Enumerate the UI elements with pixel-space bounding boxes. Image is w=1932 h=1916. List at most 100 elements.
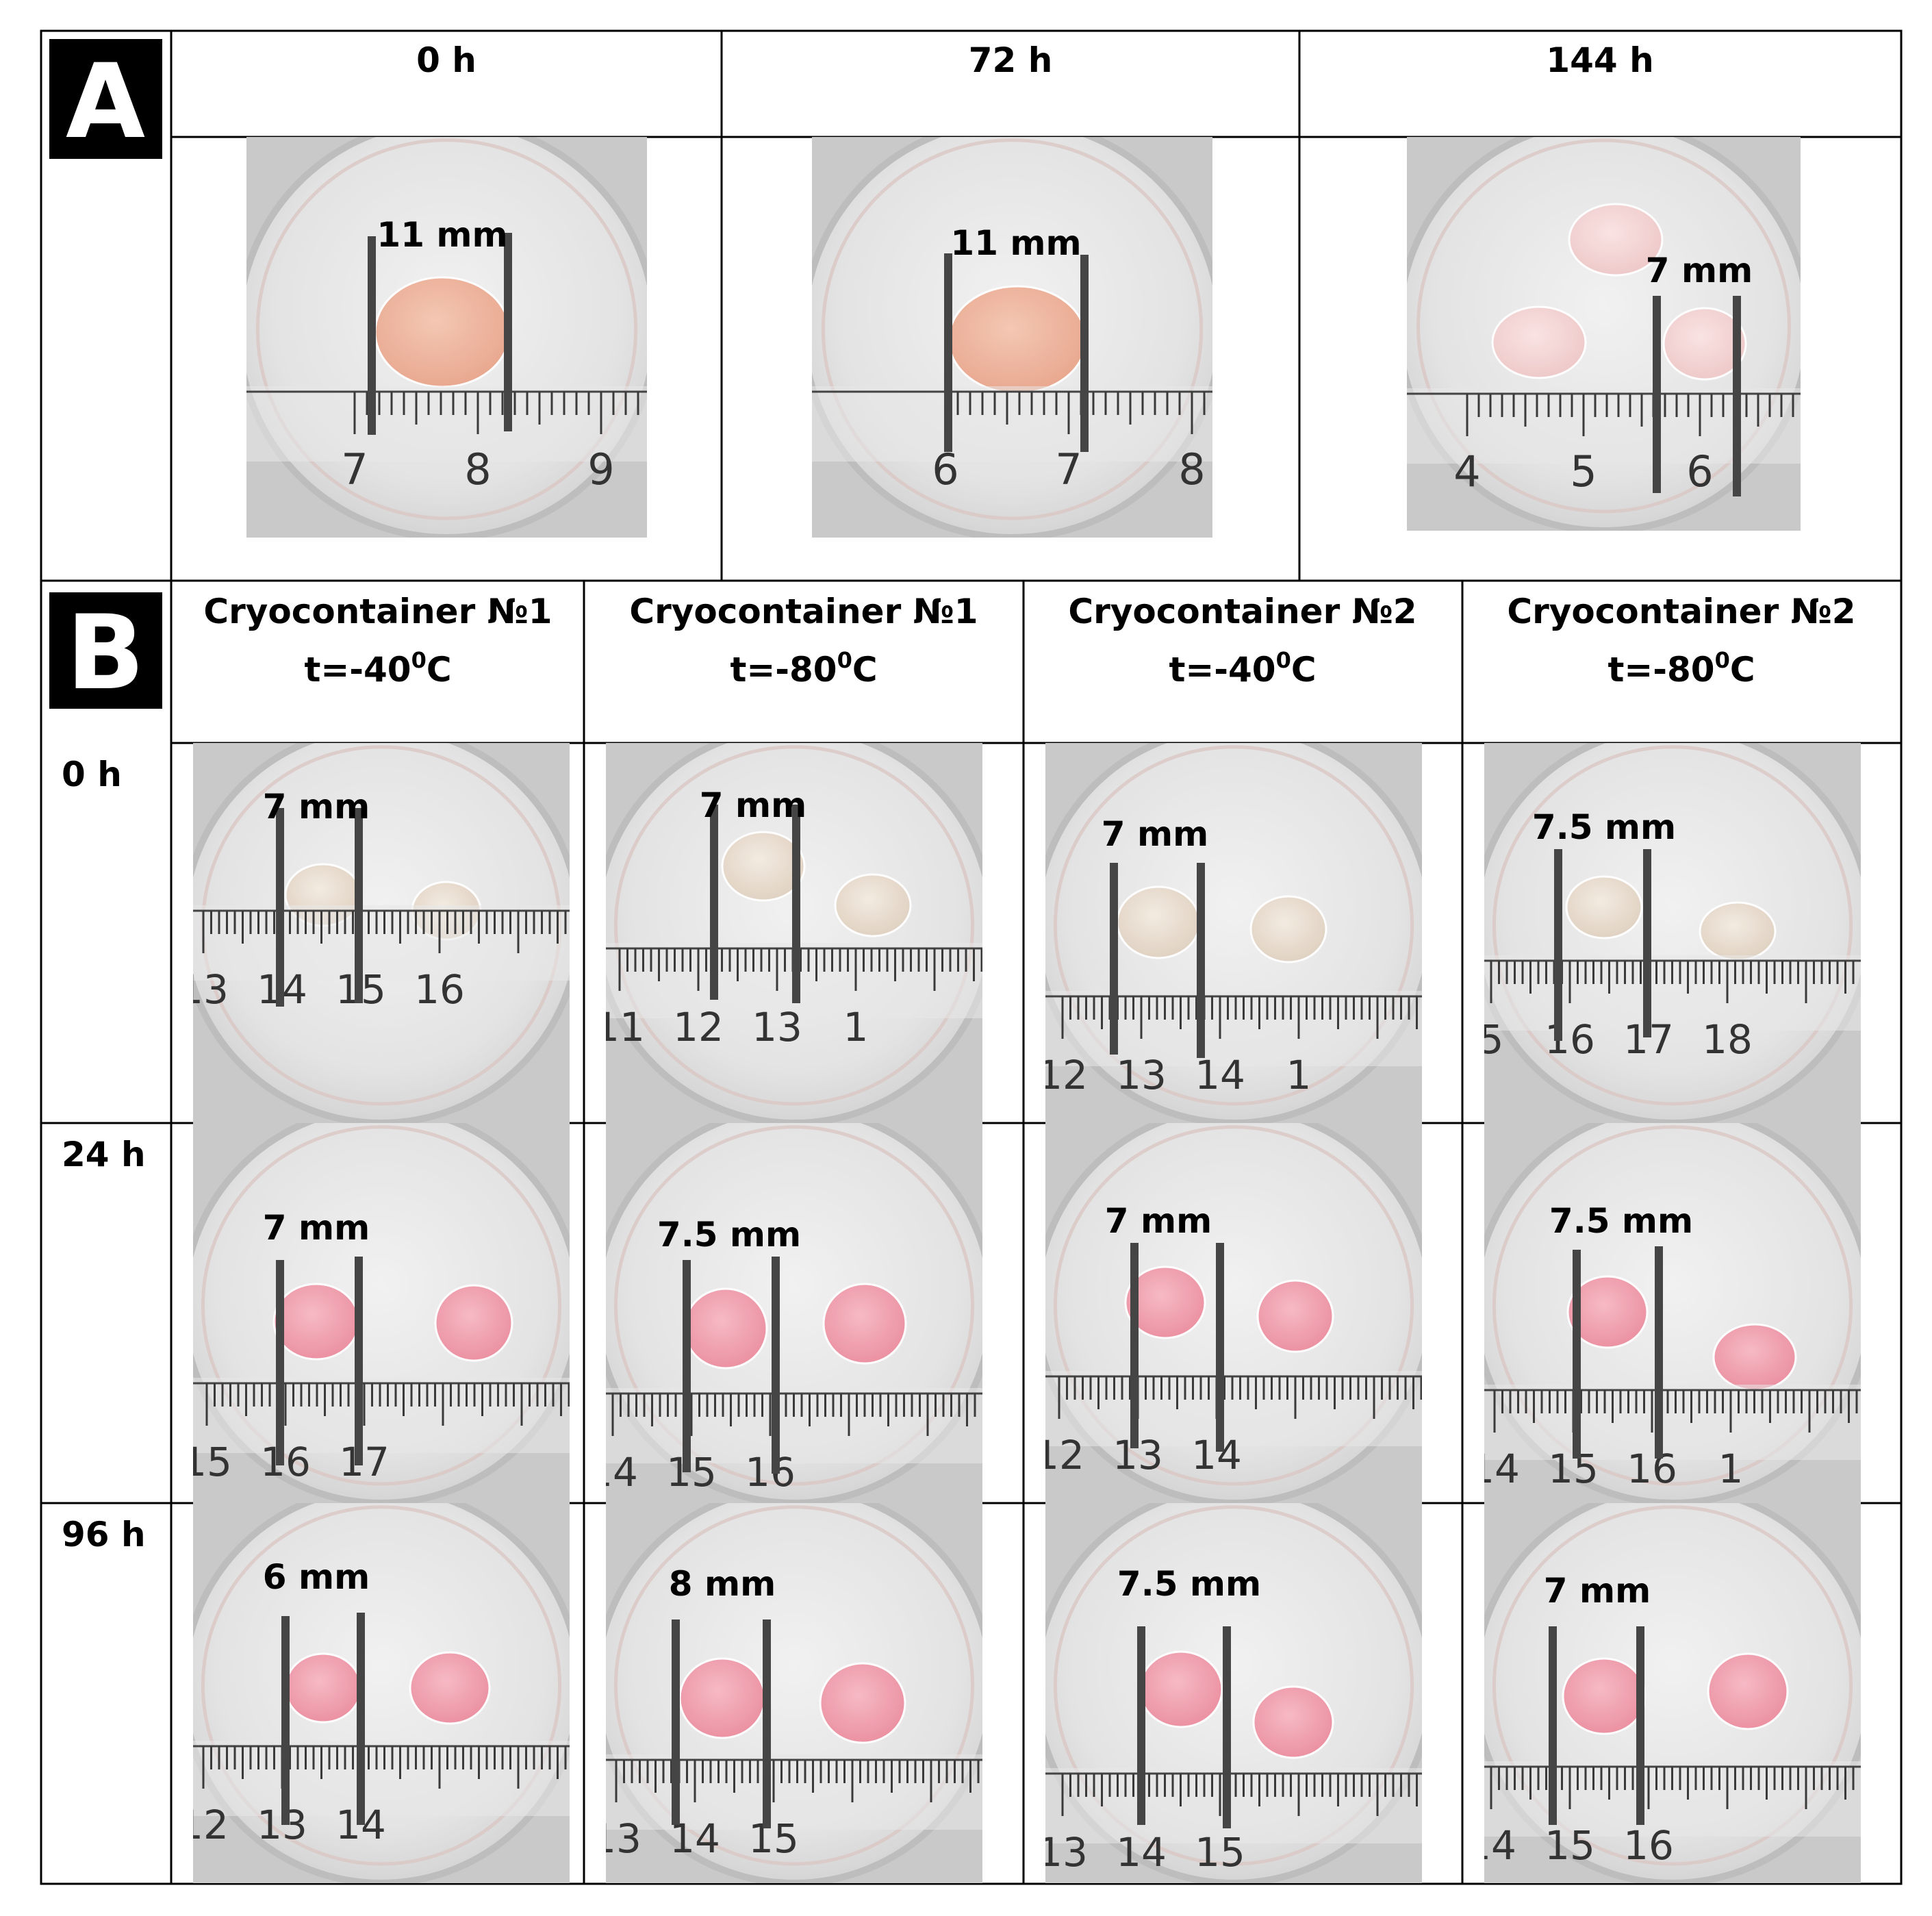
ruler-number: 16 <box>1627 1446 1677 1492</box>
photo-a-144h: 4 5 6 7 mm <box>1407 137 1801 531</box>
ruler-number: 16 <box>414 966 465 1013</box>
ruler-number: 1 <box>1286 1052 1312 1098</box>
gel-sample <box>1249 895 1327 963</box>
svg-text:B: B <box>66 594 144 713</box>
ruler <box>1045 991 1422 1066</box>
ruler-number: 15 <box>1195 1829 1245 1876</box>
gel-sample <box>1491 305 1587 379</box>
gel-sample <box>834 873 912 937</box>
measurement-label: 7 mm <box>1646 251 1753 290</box>
ruler-number: 13 <box>1037 1829 1088 1876</box>
svg-text:Cryocontainer №2: Cryocontainer №2 <box>1068 592 1416 631</box>
gel-sample <box>434 1284 513 1362</box>
ruler <box>193 1741 570 1816</box>
svg-text:t=-400C: t=-400C <box>1169 647 1316 690</box>
measurement-label: 8 mm <box>669 1564 776 1604</box>
svg-text:A: A <box>66 42 145 162</box>
measure-bar <box>1223 1626 1231 1828</box>
column-header-2: Cryocontainer №1 t=-800C <box>629 592 978 690</box>
measure-bar <box>1137 1626 1145 1825</box>
gel-sample <box>1116 885 1201 959</box>
measurement-label: 11 mm <box>950 223 1081 263</box>
ruler-number: 14 <box>1469 1446 1520 1492</box>
gel-sample <box>1252 1685 1334 1759</box>
ruler-number: 15 <box>748 1815 799 1862</box>
outer-border <box>40 29 1903 1885</box>
measurement-label: 7 mm <box>1544 1571 1651 1611</box>
panel-b-row-labels: 0 h 24 h 96 h <box>62 755 146 1554</box>
gel-sample <box>272 1283 360 1361</box>
measure-bar <box>281 1616 290 1825</box>
ruler-number: 4 <box>1453 446 1480 496</box>
measurement-label: 7.5 mm <box>657 1215 801 1255</box>
panel-a-headers: 0 h 72 h 144 h <box>416 40 1654 80</box>
svg-text:Cryocontainer №1: Cryocontainer №1 <box>629 592 978 631</box>
gel-sample <box>1707 1652 1789 1730</box>
petri-dish <box>1484 743 1861 1123</box>
panel-a-label: A <box>49 39 162 162</box>
ruler-number: 16 <box>1545 1016 1595 1063</box>
measure-bar <box>1554 849 1562 1041</box>
svg-text:t=-400C: t=-400C <box>304 647 451 690</box>
measure-bar <box>1080 255 1089 452</box>
measure-bar <box>368 236 376 435</box>
ruler-number: 11 <box>594 1004 645 1050</box>
panel-b-label: B <box>49 592 162 713</box>
ruler-number: 12 <box>673 1004 724 1050</box>
ruler-number: 9 <box>587 444 614 494</box>
ruler-number: 17 <box>339 1439 390 1485</box>
ruler-number: 12 <box>1037 1052 1088 1098</box>
gel-sample <box>284 1652 362 1724</box>
measurement-label: 7 mm <box>700 785 806 825</box>
ruler-number: 13 <box>752 1004 802 1050</box>
measure-bar <box>1655 1246 1663 1459</box>
gel-sample <box>822 1283 907 1365</box>
ruler-number: 5 <box>1570 446 1597 496</box>
measure-bar <box>504 233 512 431</box>
ruler-number: 14 <box>1116 1829 1167 1876</box>
svg-text:t=-800C: t=-800C <box>730 647 877 690</box>
column-header-1: Cryocontainer №1 t=-400C <box>203 592 552 690</box>
gel-sample <box>1568 203 1664 277</box>
gel-sample <box>1566 1275 1649 1349</box>
row-label-0h: 0 h <box>62 755 122 794</box>
measurement-label: 7.5 mm <box>1549 1201 1693 1241</box>
measure-bar <box>1549 1626 1557 1825</box>
measure-bar <box>1573 1250 1581 1459</box>
gel-sample <box>678 1657 766 1739</box>
ruler-number: 1 <box>843 1004 869 1050</box>
ruler-number: 7 <box>341 444 368 494</box>
ruler-number: 13 <box>591 1815 641 1862</box>
svg-text:Cryocontainer №1: Cryocontainer №1 <box>203 592 552 631</box>
ruler-number: 6 <box>932 444 958 494</box>
row-label-24h: 24 h <box>62 1135 146 1174</box>
ruler-number: 8 <box>1178 444 1205 494</box>
ruler <box>1045 1768 1422 1843</box>
ruler-number: 14 <box>1466 1822 1516 1869</box>
time-header-144h: 144 h <box>1546 40 1653 80</box>
ruler <box>246 386 647 462</box>
ruler-number: 16 <box>260 1439 311 1485</box>
measure-bar <box>276 1260 284 1465</box>
measurement-label: 7 mm <box>263 787 370 827</box>
gel-sample <box>374 276 511 388</box>
gel-sample <box>1256 1279 1334 1353</box>
ruler-number: 6 <box>1686 446 1713 496</box>
measurement-label: 7.5 mm <box>1532 807 1676 847</box>
ruler-number: 15 <box>666 1449 717 1496</box>
ruler <box>1484 1385 1861 1460</box>
measure-bar <box>1653 296 1661 493</box>
ruler-number: 15 <box>1545 1822 1595 1869</box>
measure-bar <box>357 1613 365 1825</box>
ruler-number: 14 <box>587 1449 638 1496</box>
